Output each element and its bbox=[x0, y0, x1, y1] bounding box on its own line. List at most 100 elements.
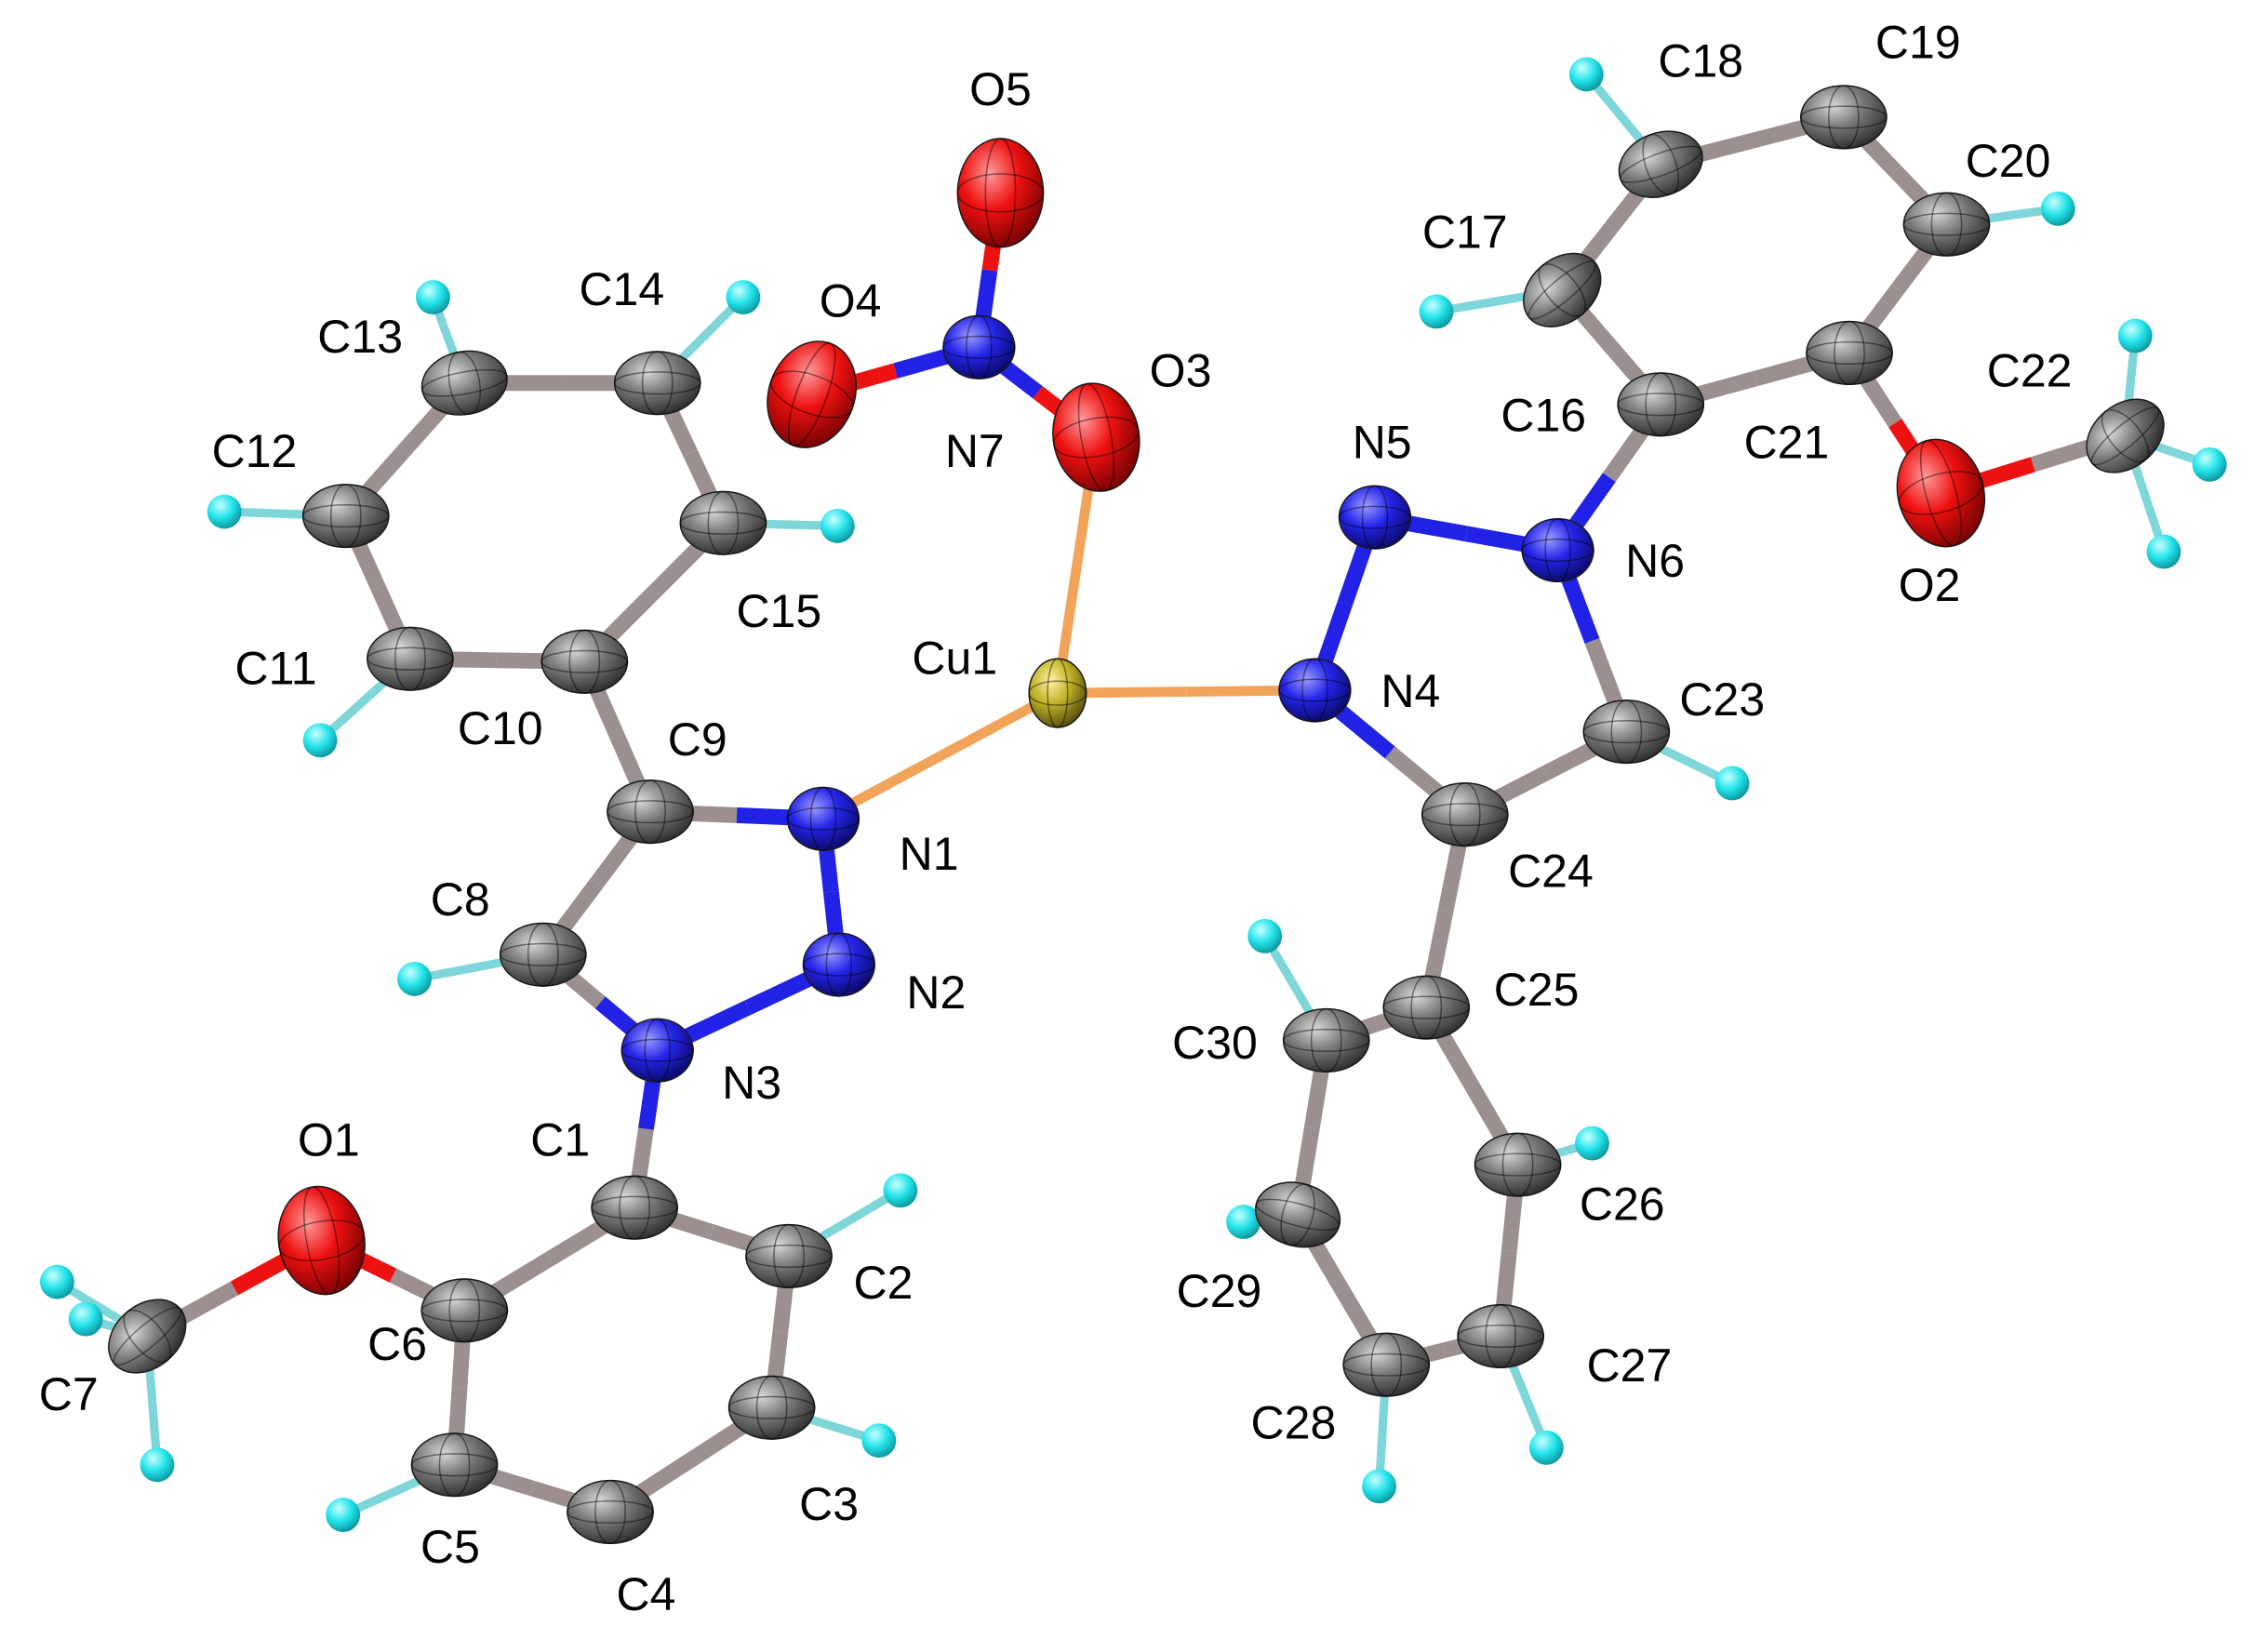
atom-C17 bbox=[1523, 252, 1602, 327]
atom-C25 bbox=[1382, 975, 1471, 1040]
atom-C16 bbox=[1617, 372, 1705, 437]
bond-Cu1-N1 bbox=[820, 688, 1060, 824]
label-C17: C17 bbox=[1422, 206, 1508, 259]
atom-H18 bbox=[2146, 534, 2181, 569]
label-C7: C7 bbox=[39, 1368, 99, 1420]
atom-H21 bbox=[1226, 1205, 1261, 1240]
atom-H13 bbox=[1568, 57, 1604, 92]
label-N3: N3 bbox=[722, 1057, 781, 1109]
label-C5: C5 bbox=[420, 1521, 480, 1573]
atom-N1 bbox=[786, 786, 860, 851]
atom-H10 bbox=[40, 1264, 74, 1299]
label-C3: C3 bbox=[799, 1478, 859, 1530]
label-C30: C30 bbox=[1172, 1017, 1258, 1069]
atom-H20 bbox=[1247, 918, 1283, 953]
label-C10: C10 bbox=[458, 702, 543, 754]
atom-H16 bbox=[2117, 318, 2153, 353]
atom-H11 bbox=[68, 1301, 103, 1337]
atom-C9 bbox=[607, 779, 694, 845]
label-C16: C16 bbox=[1501, 389, 1586, 441]
label-layer: Cu1O3O4O5N7N1N2N3C8C9C10C11C12C13C14C15C… bbox=[39, 16, 2073, 1619]
atom-H17 bbox=[2192, 446, 2227, 482]
atom-H22 bbox=[1575, 1126, 1609, 1161]
atom-layer bbox=[108, 85, 2165, 1545]
label-O1: O1 bbox=[298, 1113, 360, 1166]
atom-H5 bbox=[302, 723, 338, 758]
label-O3: O3 bbox=[1150, 345, 1212, 397]
atom-N3 bbox=[620, 1018, 694, 1083]
atom-C6 bbox=[420, 1278, 509, 1343]
atom-H1 bbox=[416, 280, 450, 314]
atom-H19 bbox=[1714, 766, 1750, 801]
atom-C1 bbox=[591, 1175, 678, 1240]
atom-C7 bbox=[108, 1299, 187, 1374]
label-C9: C9 bbox=[668, 713, 727, 766]
label-C11: C11 bbox=[235, 642, 317, 694]
atom-H6 bbox=[397, 961, 432, 996]
atom-C8 bbox=[499, 922, 587, 987]
atom-H15 bbox=[2040, 191, 2075, 226]
label-C24: C24 bbox=[1508, 845, 1594, 897]
label-C6: C6 bbox=[367, 1318, 427, 1370]
atom-H12 bbox=[140, 1447, 175, 1483]
label-C20: C20 bbox=[1966, 135, 2051, 187]
atom-C20 bbox=[1902, 192, 1991, 257]
atom-H9 bbox=[326, 1498, 361, 1532]
atom-H14 bbox=[1419, 294, 1454, 329]
atom-C24 bbox=[1421, 782, 1509, 847]
label-N2: N2 bbox=[906, 966, 966, 1019]
atom-C11 bbox=[367, 626, 454, 691]
bond-Cu1-N4 bbox=[1057, 685, 1315, 699]
label-N7: N7 bbox=[945, 425, 1005, 477]
atom-O4 bbox=[767, 340, 858, 448]
label-N1: N1 bbox=[900, 828, 959, 880]
label-C27: C27 bbox=[1587, 1339, 1673, 1392]
atom-H24 bbox=[1362, 1469, 1397, 1504]
atom-N6 bbox=[1521, 517, 1594, 583]
label-N5: N5 bbox=[1353, 417, 1412, 469]
atom-C12 bbox=[301, 484, 390, 549]
atom-C28 bbox=[1342, 1332, 1431, 1397]
label-O4: O4 bbox=[820, 274, 882, 326]
atom-C22 bbox=[2086, 398, 2165, 473]
atom-C26 bbox=[1474, 1132, 1562, 1197]
atom-O1 bbox=[277, 1185, 366, 1296]
atom-C15 bbox=[679, 490, 767, 555]
label-C4: C4 bbox=[616, 1568, 675, 1620]
atom-C27 bbox=[1457, 1303, 1545, 1369]
label-Cu1: Cu1 bbox=[912, 633, 997, 685]
atom-N4 bbox=[1278, 658, 1352, 723]
atom-C5 bbox=[410, 1432, 499, 1498]
label-C12: C12 bbox=[212, 425, 298, 477]
atom-H2 bbox=[726, 280, 761, 314]
label-C29: C29 bbox=[1177, 1265, 1262, 1317]
atom-C30 bbox=[1282, 1007, 1370, 1073]
atom-H23 bbox=[1528, 1430, 1564, 1465]
label-C8: C8 bbox=[431, 873, 490, 926]
label-C25: C25 bbox=[1494, 964, 1580, 1016]
label-C23: C23 bbox=[1679, 673, 1765, 726]
label-C14: C14 bbox=[579, 263, 664, 315]
atom-C29 bbox=[1254, 1181, 1341, 1248]
atom-H4 bbox=[820, 508, 855, 543]
label-C18: C18 bbox=[1658, 34, 1743, 87]
atom-C13 bbox=[420, 350, 508, 416]
label-O2: O2 bbox=[1899, 559, 1961, 611]
atom-H3 bbox=[207, 494, 242, 529]
atom-C23 bbox=[1582, 699, 1671, 765]
label-C2: C2 bbox=[854, 1257, 914, 1309]
atom-C10 bbox=[540, 629, 629, 694]
atom-O5 bbox=[956, 138, 1045, 248]
label-C13: C13 bbox=[317, 311, 403, 363]
label-C1: C1 bbox=[530, 1113, 590, 1166]
atom-N2 bbox=[802, 932, 875, 997]
label-N6: N6 bbox=[1625, 535, 1685, 587]
atom-C3 bbox=[727, 1375, 816, 1440]
atom-C14 bbox=[613, 351, 701, 416]
label-C19: C19 bbox=[1875, 16, 1961, 68]
atom-C2 bbox=[745, 1223, 833, 1289]
atom-C21 bbox=[1806, 320, 1893, 386]
label-C21: C21 bbox=[1744, 417, 1830, 469]
label-C15: C15 bbox=[736, 585, 821, 637]
